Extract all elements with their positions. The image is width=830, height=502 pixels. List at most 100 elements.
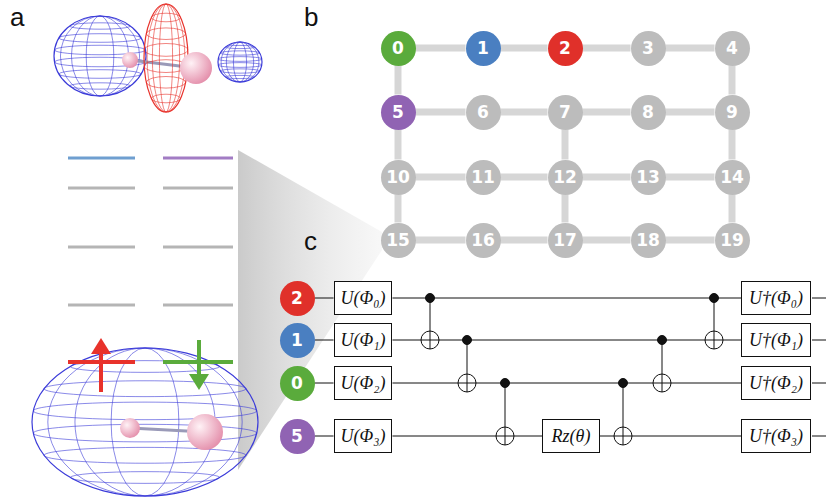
- coupling-line: [666, 237, 715, 244]
- energy-level: [68, 187, 135, 190]
- gate-label: U(Φ₀): [341, 288, 386, 309]
- energy-level: [163, 157, 233, 160]
- qubit-wire: [315, 436, 334, 437]
- qubit-wire: [315, 298, 334, 299]
- qubit-wire: [392, 436, 542, 437]
- qubit-wire: [392, 298, 741, 299]
- qubit-wire: [392, 383, 741, 384]
- qubit-number: 2: [559, 38, 571, 58]
- atom-sphere: [180, 52, 212, 84]
- qubit-circle: 11: [466, 160, 501, 195]
- qubit-circle: 1: [466, 31, 501, 66]
- coupling-line: [583, 237, 631, 244]
- qubit-number: 13: [636, 167, 660, 187]
- gate-label: U(Φ₁): [341, 330, 386, 351]
- gate-box: U(Φ₃): [334, 419, 393, 453]
- coupling-line: [666, 174, 715, 181]
- gate-box: U†(Φ₀): [741, 281, 811, 315]
- qubit-circle: 0: [280, 366, 315, 401]
- coupling-line: [666, 109, 715, 116]
- coupling-line: [666, 45, 715, 52]
- qubit-circle: 3: [631, 31, 666, 66]
- coupling-line: [729, 195, 736, 223]
- qubit-circle: 8: [631, 95, 666, 130]
- qubit-circle: 10: [381, 160, 416, 195]
- qubit-number: 16: [471, 230, 495, 250]
- qubit-number: 10: [386, 167, 410, 187]
- gate-label: U(Φ₃): [341, 426, 386, 447]
- gate-box: U†(Φ₃): [741, 419, 811, 453]
- cnot-gate: [614, 379, 632, 446]
- energy-level: [163, 187, 233, 190]
- coupling-line: [416, 109, 466, 116]
- orbital-lobe: [32, 348, 258, 496]
- spin-arrow: [99, 352, 103, 392]
- qubit-number: 17: [553, 230, 577, 250]
- cnot-gate: [653, 336, 671, 393]
- gate-box: U(Φ₀): [334, 281, 393, 315]
- qubit-wire: [600, 436, 741, 437]
- coupling-line: [501, 109, 548, 116]
- coupling-line: [416, 45, 466, 52]
- panel-label: b: [304, 2, 318, 33]
- energy-level: [68, 157, 135, 160]
- coupling-line: [395, 66, 402, 95]
- qubit-number: 7: [559, 102, 571, 122]
- energy-level: [68, 246, 135, 249]
- qubit-number: 1: [291, 330, 303, 350]
- qubit-circle: 16: [466, 223, 501, 258]
- orbital-lobe: [144, 4, 188, 112]
- coupling-line: [395, 130, 402, 160]
- qubit-number: 15: [386, 230, 410, 250]
- cnot-gate: [458, 336, 476, 393]
- qubit-number: 6: [477, 102, 489, 122]
- gate-label: U†(Φ₁): [749, 330, 803, 351]
- coupling-line: [583, 109, 631, 116]
- qubit-circle: 1: [280, 323, 315, 358]
- qubit-circle: 5: [280, 419, 315, 454]
- qubit-wire: [392, 340, 741, 341]
- gate-label: U†(Φ₃): [749, 426, 803, 447]
- qubit-circle: 0: [381, 31, 416, 66]
- orbital-lobe: [218, 42, 262, 82]
- qubit-circle: 18: [631, 223, 666, 258]
- gate-label: U(Φ₂): [341, 373, 386, 394]
- qubit-number: 9: [726, 102, 738, 122]
- coupling-line: [501, 45, 548, 52]
- qubit-number: 14: [720, 167, 744, 187]
- coupling-line: [562, 195, 569, 223]
- qubit-circle: 14: [715, 160, 750, 195]
- qubit-circle: 6: [466, 95, 501, 130]
- gate-box: U†(Φ₁): [741, 323, 811, 357]
- qubit-circle: 2: [280, 281, 315, 316]
- gate-box: U(Φ₂): [334, 366, 393, 400]
- gate-label: U†(Φ₀): [749, 288, 803, 309]
- gate-box: U†(Φ₂): [741, 366, 811, 400]
- qubit-number: 18: [636, 230, 660, 250]
- coupling-line: [501, 174, 548, 181]
- coupling-line: [583, 45, 631, 52]
- qubit-circle: 7: [548, 95, 583, 130]
- qubit-circle: 13: [631, 160, 666, 195]
- gate-label: U†(Φ₂): [749, 373, 803, 394]
- coupling-line: [729, 66, 736, 95]
- qubit-number: 0: [392, 38, 404, 58]
- qubit-wire: [315, 383, 334, 384]
- qubit-number: 3: [642, 38, 654, 58]
- gate-box: Rz(θ): [542, 419, 600, 453]
- qubit-number: 5: [392, 102, 404, 122]
- qubit-number: 4: [726, 38, 738, 58]
- qubit-wire: [315, 340, 334, 341]
- qubit-circle: 15: [381, 223, 416, 258]
- coupling-line: [416, 237, 466, 244]
- qubit-circle: 17: [548, 223, 583, 258]
- atom-sphere: [120, 418, 140, 438]
- qubit-number: 2: [291, 288, 303, 308]
- qubit-circle: 9: [715, 95, 750, 130]
- qubit-number: 12: [553, 167, 577, 187]
- cnot-gate: [421, 294, 439, 350]
- spin-arrow: [197, 340, 201, 376]
- coupling-line: [395, 195, 402, 223]
